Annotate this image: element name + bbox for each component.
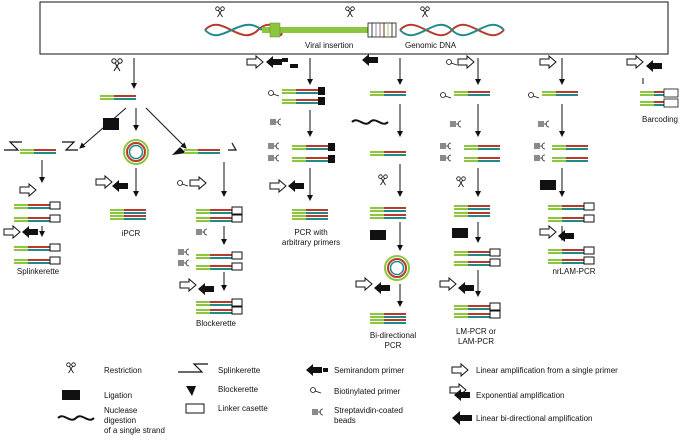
- legend-ligation: Ligation: [104, 391, 132, 400]
- linker-casette-icon: [185, 403, 205, 414]
- legend-strep-1: Streptavidin-coated: [334, 406, 403, 415]
- bidirectional-label-1: Bi-directional: [370, 331, 416, 340]
- legend-biotin: Biotinylated primer: [334, 387, 401, 396]
- biotinylated-primer-icon: [310, 387, 322, 394]
- top-panel: Viral insertion Genomic DNA: [39, 1, 669, 55]
- ligation-icon: [103, 118, 119, 130]
- semirandom-primer-icon: [306, 364, 322, 376]
- splinkerette-column: Splinkerette: [3, 141, 78, 276]
- linear-bi-arrow-icon: [452, 411, 472, 425]
- genomic-dna-red-strand: [204, 23, 283, 37]
- blockerette-column: Blockerette: [172, 142, 242, 328]
- nrlam-column: nrLAM-PCR: [528, 55, 596, 276]
- barcoding-label: Barcoding: [642, 115, 678, 124]
- ligation-icon: [62, 390, 80, 400]
- splinkerette-icon: [178, 363, 208, 373]
- legend-linear-single: Linear amplification from a single prime…: [476, 366, 618, 375]
- pcr-arbitrary-label-1: PCR with: [294, 228, 327, 237]
- pcr-arbitrary-label-2: arbitrary primers: [282, 238, 340, 247]
- legend-exponential: Exponential amplification: [476, 391, 565, 400]
- bidirectional-column: Bi-directional PCR: [351, 54, 416, 350]
- blockerette-label: Blockerette: [196, 319, 237, 328]
- legend-splinkerette: Splinkerette: [218, 366, 261, 375]
- viral-insertion-bar: [262, 27, 368, 33]
- lmpcr-label-2: LAM-PCR: [458, 337, 494, 346]
- ipcr-column: iPCR: [95, 118, 149, 238]
- legend-linker: Linker casette: [218, 404, 268, 413]
- branch-restriction: [79, 58, 187, 149]
- bidirectional-label-2: PCR: [385, 341, 402, 350]
- genomic-dna-label: Genomic DNA: [405, 41, 457, 50]
- legend-semirandom: Semirandom primer: [334, 366, 405, 375]
- nrlam-label: nrLAM-PCR: [552, 267, 595, 276]
- legend-blockerette: Blockerette: [218, 385, 259, 394]
- blockerette-adapter-icon: [172, 147, 186, 155]
- nuclease-icon: [57, 415, 95, 421]
- splinkerette-adapter-icon: [4, 141, 22, 151]
- streptavidin-bead-icon: [311, 408, 324, 416]
- blockerette-icon: [186, 386, 196, 396]
- scissors-icon: [66, 362, 76, 374]
- legend-nuclease-1: Nuclease: [104, 406, 138, 415]
- barcode-block: [367, 22, 397, 38]
- lmpcr-column: LM-PCR or LAM-PCR: [439, 55, 501, 346]
- circularized-dna: [123, 139, 149, 165]
- legend-restriction: Restriction: [104, 366, 142, 375]
- legend: Restriction Ligation Nuclease digestion …: [57, 362, 618, 435]
- scissors-icon: [111, 58, 123, 72]
- legend-strep-2: beads: [334, 416, 356, 425]
- splinkerette-label: Splinkerette: [17, 267, 60, 276]
- pcr-arbitrary-column: PCR with arbitrary primers: [246, 55, 340, 247]
- ipcr-label: iPCR: [122, 229, 141, 238]
- legend-nuclease-3: of a single strand: [104, 426, 165, 435]
- barcoding-column: Barcoding: [626, 55, 679, 124]
- legend-nuclease-2: digestion: [104, 416, 136, 425]
- linear-single-arrow-icon: [451, 363, 469, 377]
- viral-insertion-label: Viral insertion: [305, 41, 353, 50]
- lmpcr-label-1: LM-PCR or: [456, 327, 496, 336]
- legend-linear-bi: Linear bi-directional amplification: [476, 414, 593, 423]
- nuclease-icon: [351, 119, 389, 125]
